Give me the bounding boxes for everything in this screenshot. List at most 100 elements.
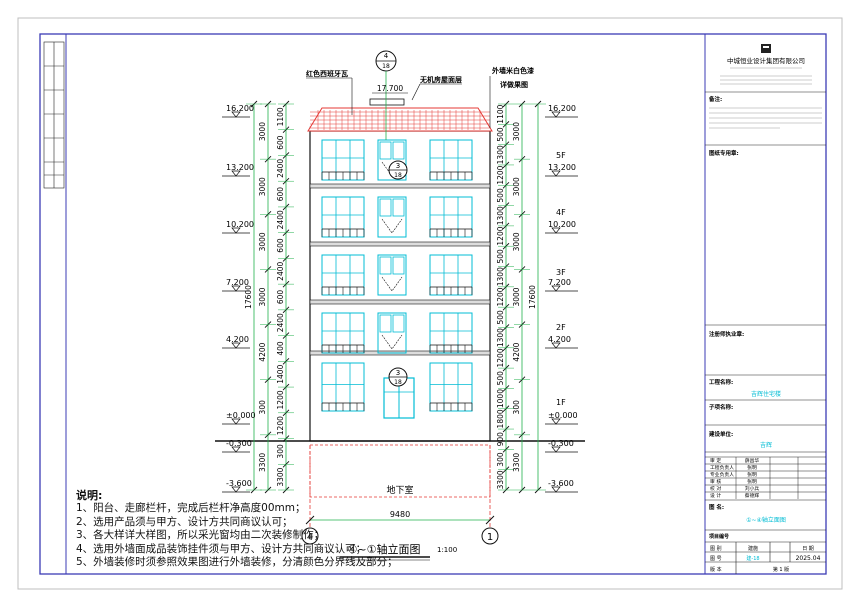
callout-top-number: 4 xyxy=(384,52,389,60)
role-title: 专业负责人 xyxy=(710,471,734,478)
role-title: 校 对 xyxy=(710,485,721,492)
dimension-value: 3000 xyxy=(512,232,521,251)
role-title: 审 核 xyxy=(710,478,721,485)
signature-table: 审 定薛昌华工程负责人张明专业负责人张明审 核张明校 对刘小兵设 计蔡德辉 xyxy=(705,456,826,499)
category-value: 建施 xyxy=(748,545,758,552)
elevation-right: 7.200 xyxy=(548,278,571,287)
dimension-value: 600 xyxy=(276,187,285,202)
version-label: 版 本 xyxy=(710,566,722,573)
callout-low-number: 3 xyxy=(396,369,400,377)
window xyxy=(321,254,365,296)
notes-section-label: 备注: xyxy=(708,95,722,103)
window xyxy=(429,196,473,238)
dimension-value: 300 xyxy=(512,400,521,415)
role-title: 设 计 xyxy=(710,492,721,499)
dimension-value: 900 xyxy=(496,432,505,447)
dimension-value: 2400 xyxy=(276,210,285,229)
dimension-value: 3000 xyxy=(258,122,267,141)
dimension-value: 3300 xyxy=(512,453,521,472)
role-title: 工程负责人 xyxy=(710,464,734,471)
elevation-left: -0.300 xyxy=(226,439,252,448)
callout-low: 3 18 xyxy=(388,367,408,387)
dimension-value: 1300 xyxy=(496,206,505,225)
elevation-left: 16.200 xyxy=(226,104,254,113)
annotation-wall-finish: 外墙米白色漆 xyxy=(492,66,534,75)
stamp-section-label: 图纸专用章: xyxy=(709,149,739,157)
role-name: 蔡德辉 xyxy=(745,492,760,499)
note-item: 2、选用产品须与甲方、设计方共同商议认可； xyxy=(76,515,293,528)
dimension-value: 1000 xyxy=(496,389,505,408)
elevation-markers: 16.20013.20010.2007.2004.200±0.000-0.300… xyxy=(222,104,578,493)
callout-mid-sheet: 18 xyxy=(394,172,402,179)
dimension-value: 4200 xyxy=(512,342,521,361)
floor-slab xyxy=(309,299,491,305)
dimension-value: 600 xyxy=(276,135,285,150)
roof-tiles xyxy=(310,110,490,130)
elevation-left: 10.200 xyxy=(226,220,254,229)
elevation-left: 7.200 xyxy=(226,278,249,287)
dimension-value: 3300 xyxy=(258,453,267,472)
dimension-value: 3300 xyxy=(276,467,285,486)
window xyxy=(377,312,407,354)
axis-left-label: 4 xyxy=(307,532,313,543)
dimension-value: 1100 xyxy=(496,104,505,123)
window xyxy=(321,139,365,181)
dimension-value: 3300 xyxy=(496,470,505,489)
window xyxy=(321,362,365,412)
callout-mid: 3 18 xyxy=(388,160,408,180)
window xyxy=(377,196,407,238)
general-notes: 说明: 1、阳台、走廊栏杆，完成后栏杆净高度00mm； 2、选用产品须与甲方、设… xyxy=(76,489,398,569)
dimension-value: 3000 xyxy=(512,122,521,141)
floor-label: 4F xyxy=(556,208,566,217)
annotation-roof-tile: 红色西班牙瓦 xyxy=(306,69,348,78)
dimension-chains: 3000300030003000420030033001760011006002… xyxy=(244,100,546,494)
dimension-value: 2400 xyxy=(276,261,285,280)
dimension-value: 1100 xyxy=(276,107,285,126)
company-fine-print xyxy=(720,67,812,85)
registration-section-label: 注册师执业章: xyxy=(709,330,744,338)
role-name: 张明 xyxy=(747,471,757,478)
elevation-right: 10.200 xyxy=(548,220,576,229)
dimension-value: 300 xyxy=(496,452,505,467)
floor-label: 2F xyxy=(556,323,566,332)
note-item: 4、选用外墙面成品装饰挂件须与甲方、设计方共同商议认可； xyxy=(76,542,367,555)
window xyxy=(321,312,365,354)
callout-low-sheet: 18 xyxy=(394,379,402,386)
window xyxy=(429,362,473,412)
window xyxy=(377,254,407,296)
role-name: 张明 xyxy=(747,464,757,471)
elevation-right: 16.200 xyxy=(548,104,576,113)
dimension-value: 1200 xyxy=(496,226,505,245)
dimension-value: 3000 xyxy=(512,177,521,196)
dimension-value: 500 xyxy=(496,310,505,325)
dimension-value: 3000 xyxy=(258,232,267,251)
dimension-value: 500 xyxy=(496,188,505,203)
elevation-left: -3.600 xyxy=(226,479,252,488)
dimension-value: 500 xyxy=(496,249,505,264)
roof-profile xyxy=(307,107,493,132)
window xyxy=(429,312,473,354)
project-number-label: 项目编号 xyxy=(709,533,729,540)
drawing-name: ①~④轴立面图 xyxy=(746,516,786,524)
dimension-value: 500 xyxy=(496,371,505,386)
floor-label: 3F xyxy=(556,268,566,277)
dimension-value: 1200 xyxy=(276,390,285,409)
note-item: 5、外墙装修时须参照效果图进行外墙装修，分清颜色分界线及部分； xyxy=(76,556,398,569)
axis-bubble-right: 1 xyxy=(481,527,499,545)
dimension-value: 17600 xyxy=(528,285,537,309)
dimension-value: 500 xyxy=(496,127,505,142)
floor-slab xyxy=(309,183,491,189)
notes-title: 说明: xyxy=(76,489,103,502)
inner-frame xyxy=(39,33,827,575)
drawing-title: ④~①轴立面图 1:100 xyxy=(340,542,457,561)
floor-slab xyxy=(309,241,491,247)
subproject-label: 子项名称: xyxy=(709,403,733,411)
dimension-value: 1400 xyxy=(276,364,285,383)
annotation-wall-detail: 详做果图 xyxy=(500,80,528,89)
role-name: 张明 xyxy=(747,478,757,485)
building-elevation xyxy=(215,98,585,530)
dimension-value: 4200 xyxy=(258,342,267,361)
callout-top: 4 18 xyxy=(375,50,397,140)
company-name: 中城恒业设计集团有限公司 xyxy=(727,56,805,65)
